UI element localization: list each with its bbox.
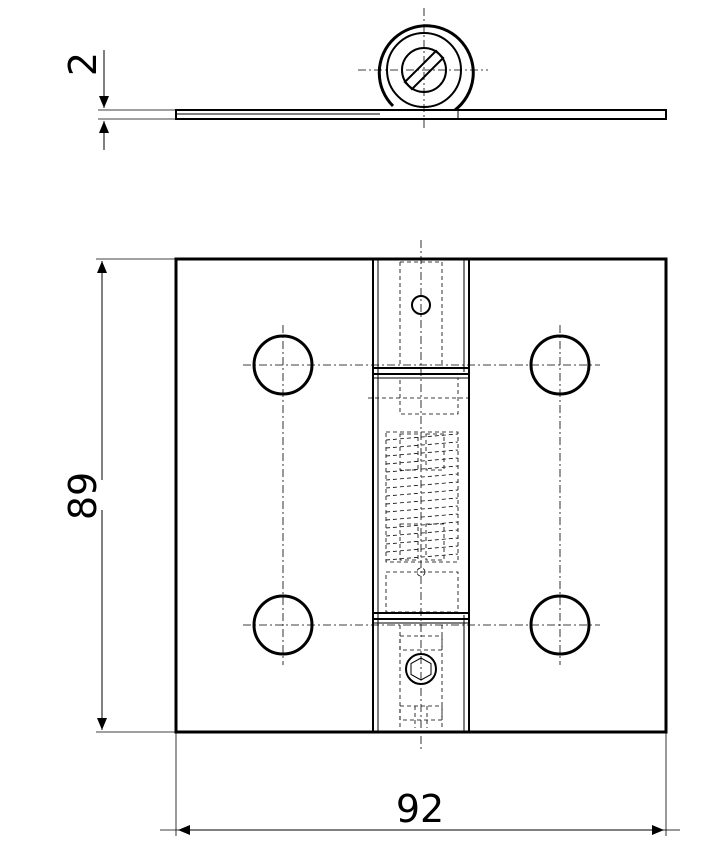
width-dimension-label: 92 <box>396 787 444 831</box>
knuckle-outer-circle <box>377 24 475 112</box>
front-view-centerlines <box>243 240 600 752</box>
top-view: 2 <box>61 8 667 150</box>
spring-hidden-detail <box>368 377 470 613</box>
height-dimension: 89 <box>61 258 176 733</box>
thickness-dimension-label: 2 <box>61 52 105 76</box>
width-dimension: 92 <box>160 732 680 836</box>
thickness-dimension: 2 <box>61 50 176 150</box>
front-view: 89 92 <box>61 240 680 836</box>
pin-slot <box>403 49 445 91</box>
height-dimension-label: 89 <box>61 472 105 520</box>
